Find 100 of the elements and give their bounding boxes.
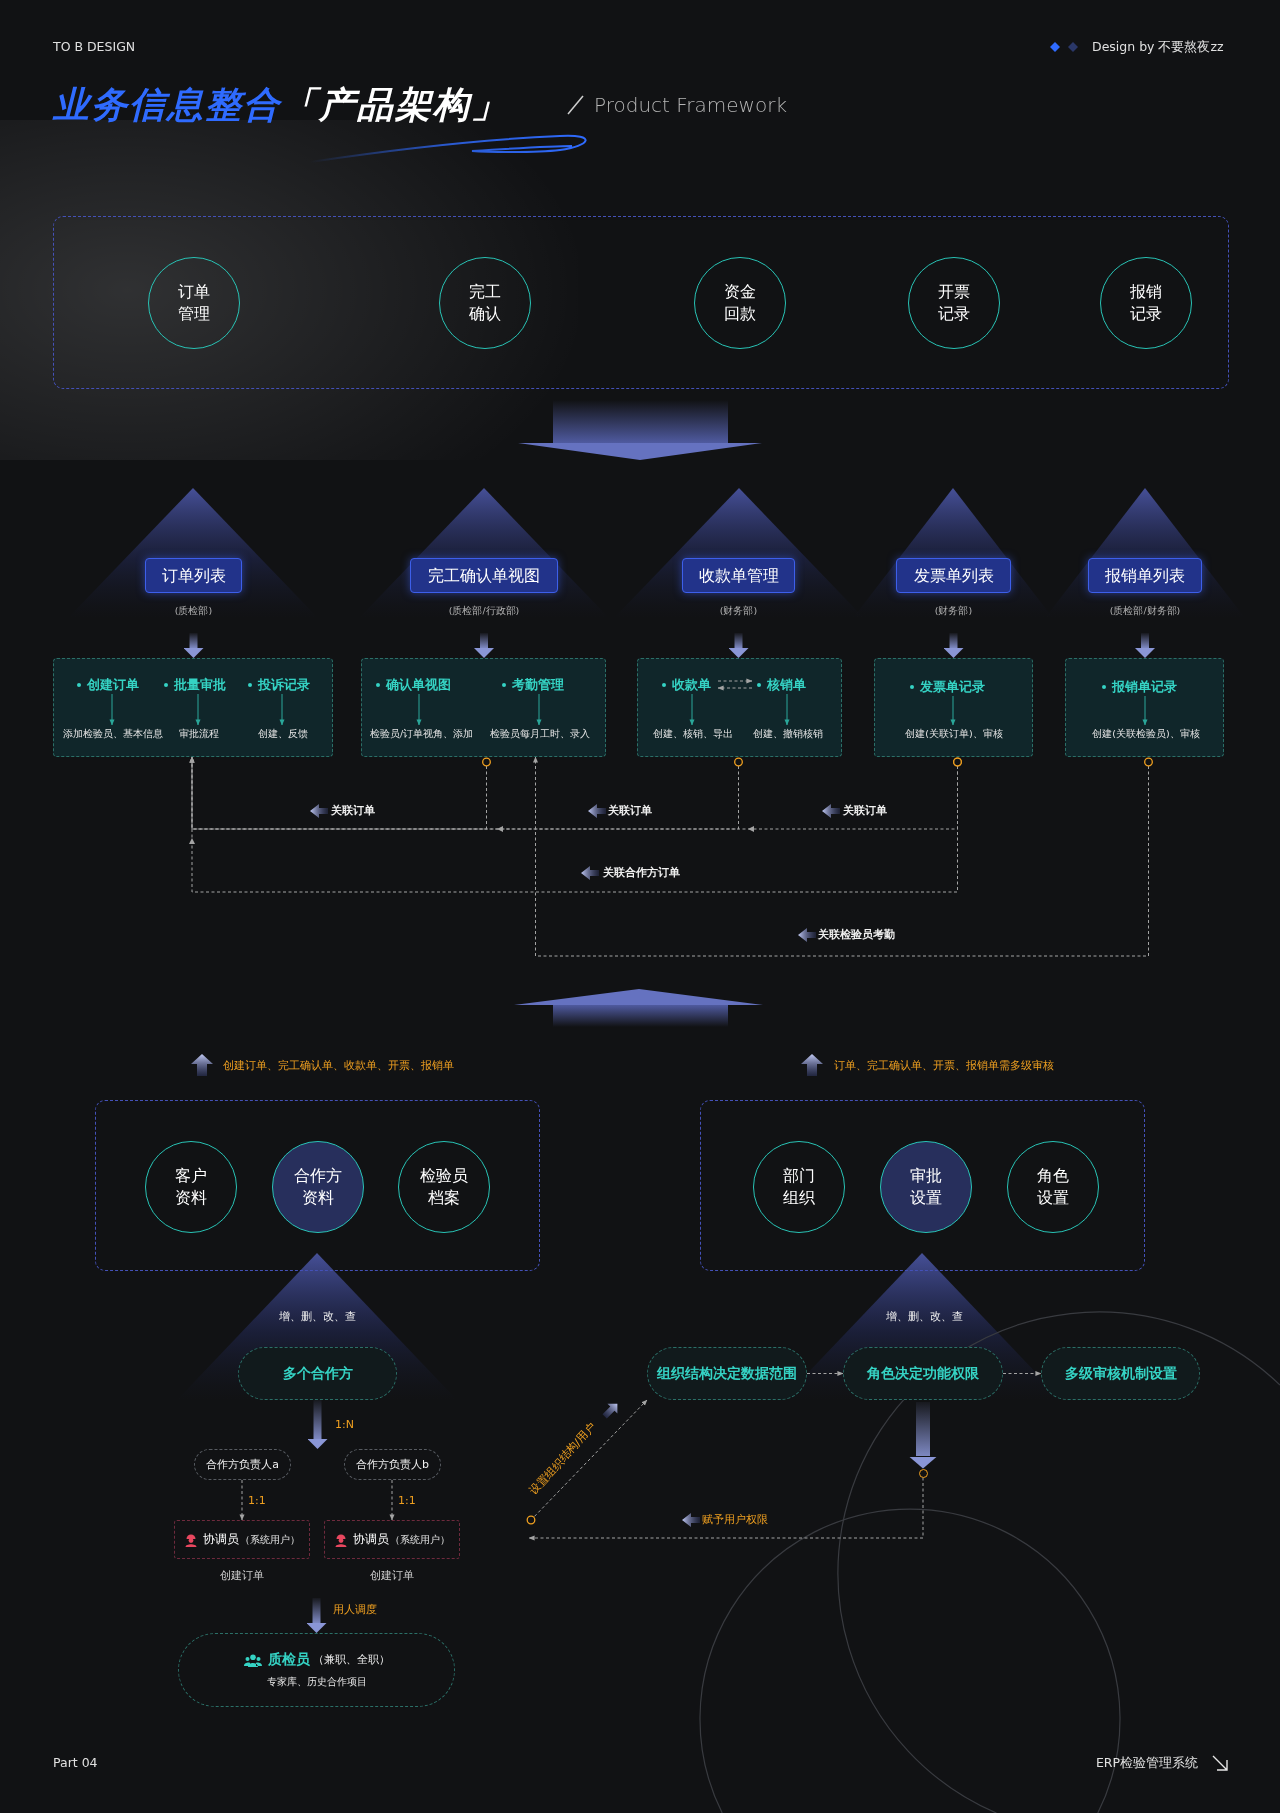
connector — [528, 1477, 924, 1541]
edge-label: 用人调度 — [331, 1602, 379, 1618]
title-box: 完工确认单视图 — [410, 558, 558, 593]
circle-node: 审批设置 — [880, 1141, 972, 1233]
role-description: 专家库、历史合作项目 — [265, 1675, 368, 1689]
item-text: 创建、撤销核销 — [748, 726, 828, 742]
item-title: 考勤管理 — [512, 676, 564, 694]
item-text: 检验员/订单视角、添加 — [370, 726, 470, 742]
pill-box: 合作方负责人b — [344, 1449, 441, 1480]
note-text: 创建订单、完工确认单、收款单、开票、报销单 — [223, 1057, 454, 1073]
connector — [784, 693, 790, 726]
item-title: 发票单记录 — [920, 678, 985, 696]
connector — [416, 693, 422, 726]
dashed-frame — [700, 1100, 1145, 1271]
connector — [1142, 695, 1148, 726]
connector — [189, 756, 962, 893]
connector — [1135, 633, 1155, 658]
connector — [1002, 1371, 1042, 1376]
title-box: 报销单列表 — [1088, 558, 1202, 593]
item-text: 创建(关联检验员)、审核 — [1086, 726, 1206, 742]
role-name: 质检员 — [267, 1651, 310, 1669]
edge-label: 关联订单 — [841, 803, 889, 819]
dashed-frame — [95, 1100, 540, 1271]
connector — [239, 1479, 245, 1521]
connector — [689, 693, 695, 726]
node-label: (财务部) — [719, 604, 758, 618]
pill-box: 组织结构决定数据范围 — [647, 1347, 807, 1400]
node-label: 创建订单 — [370, 1568, 414, 1584]
pill-box: 多个合作方 — [238, 1347, 397, 1400]
item-title: 收款单 — [672, 676, 711, 694]
connector — [189, 756, 743, 832]
pill-box: 角色决定功能权限 — [843, 1347, 1003, 1400]
title: 业务信息整合「产品架构」 — [53, 84, 509, 126]
circle-node: 合作方资料 — [272, 1141, 364, 1233]
connector — [728, 633, 749, 658]
item-title: 批量审批 — [174, 676, 226, 694]
connector — [533, 756, 1153, 957]
edge-label: 关联订单 — [606, 803, 654, 819]
role-note: （系统用户） — [240, 1532, 300, 1547]
connector — [474, 633, 494, 658]
edge-label: 关联检验员考勤 — [816, 927, 897, 943]
item-title: 核销单 — [767, 676, 806, 694]
edge-label: 关联订单 — [329, 803, 377, 819]
pill-box: 多级审核机制设置 — [1041, 1347, 1200, 1400]
note-text: 增、删、改、查 — [885, 1308, 963, 1324]
note-text: 订单、完工确认单、开票、报销单需多级审核 — [834, 1057, 1054, 1073]
credit-text: Design by 不要熬夜zz — [1092, 38, 1224, 56]
edge-label: 关联合作方订单 — [601, 865, 682, 881]
item-text: 检验员每月工时、录入 — [490, 726, 590, 742]
connector — [909, 1402, 937, 1469]
footer-text: ERP检验管理系统 — [1095, 1754, 1198, 1772]
edge-label: 赋予用户权限 — [700, 1512, 770, 1528]
connector — [806, 1371, 844, 1376]
connector — [536, 693, 542, 726]
connector — [279, 693, 285, 726]
title-box: 订单列表 — [145, 558, 242, 593]
connector — [943, 633, 964, 658]
connector — [195, 693, 201, 726]
node-label: (质检部/财务部) — [1109, 604, 1181, 618]
connector — [109, 693, 115, 726]
title-box: 收款单管理 — [682, 558, 795, 593]
page-number: Part 04 — [53, 1754, 98, 1772]
title-box: 发票单列表 — [896, 558, 1011, 593]
panel-box — [637, 658, 842, 757]
item-text: 审批流程 — [169, 726, 229, 742]
pill-box: 合作方负责人a — [194, 1449, 291, 1480]
role-name: 协调员 — [203, 1531, 239, 1548]
item-text: 添加检验员、基本信息 — [58, 726, 168, 742]
connector — [389, 1479, 395, 1521]
item-title: 报销单记录 — [1112, 678, 1177, 696]
panel-box — [874, 658, 1033, 757]
connector — [717, 678, 753, 684]
connector — [306, 1598, 327, 1633]
item-text: 创建、反馈 — [253, 726, 313, 742]
node-label: (质检部) — [174, 604, 213, 618]
connector — [526, 1399, 648, 1525]
connector — [189, 756, 491, 830]
connector — [183, 633, 204, 658]
role-note: （兼职、全职） — [312, 1653, 390, 1667]
role-box — [324, 1520, 460, 1559]
connector — [717, 685, 753, 691]
connector — [950, 695, 956, 726]
node-label: (质检部/行政部) — [448, 604, 520, 618]
item-text: 创建(关联订单)、审核 — [899, 726, 1009, 742]
item-text: 创建、核销、导出 — [653, 726, 733, 742]
panel-box — [53, 658, 333, 757]
header-text: TO B DESIGN — [53, 38, 136, 56]
dashed-frame — [53, 216, 1229, 389]
item-title: 投诉记录 — [258, 676, 310, 694]
ring-marker — [918, 1468, 928, 1478]
item-title: 创建订单 — [87, 676, 139, 694]
role-box — [174, 1520, 310, 1559]
subtitle: Product Framework — [594, 92, 787, 119]
node-label: (财务部) — [934, 604, 973, 618]
role-note: （系统用户） — [390, 1532, 450, 1547]
node-label: 创建订单 — [220, 1568, 264, 1584]
panel-box — [1065, 658, 1224, 757]
role-name: 协调员 — [353, 1531, 389, 1548]
note-text: 增、删、改、查 — [278, 1308, 356, 1324]
panel-box — [361, 658, 606, 757]
